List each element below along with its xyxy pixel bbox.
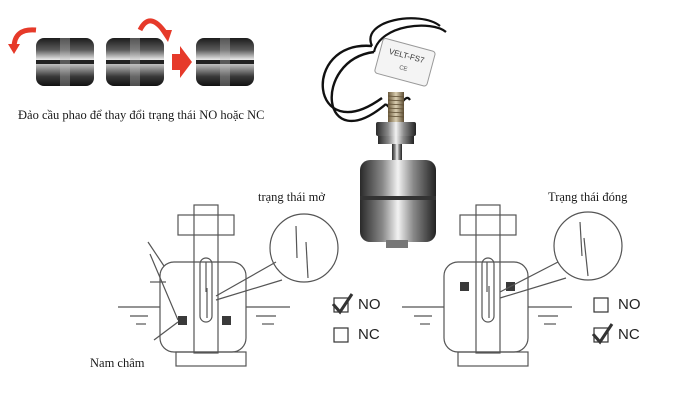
open-state-diagram	[118, 204, 339, 367]
checkbox-nc-left	[333, 327, 349, 343]
svg-text:CE: CE	[398, 65, 408, 73]
instruction-caption: Đảo cầu phao để thay đổi trạng thái NO h…	[18, 108, 265, 122]
option-no-left-label: NO	[358, 296, 381, 313]
closed-state-title: Trạng thái đóng	[548, 190, 628, 204]
option-no-right-label: NO	[618, 296, 641, 313]
option-nc-left-label: NC	[358, 326, 380, 343]
magnet-label: Nam châm	[90, 356, 145, 370]
checkmark-icon	[331, 293, 354, 315]
float-ball-1	[36, 38, 94, 86]
float-ball-2	[106, 38, 164, 86]
option-nc-right-label: NC	[618, 326, 640, 343]
checkbox-no-right	[593, 297, 609, 313]
float-switch-product-photo: VELT-FS7 CE	[321, 17, 447, 248]
right-options	[591, 297, 614, 345]
float-ball-3	[196, 38, 254, 86]
checkmark-icon	[591, 323, 614, 345]
closed-state-diagram	[402, 204, 623, 367]
flip-sequence	[8, 18, 254, 86]
left-options	[331, 293, 354, 343]
open-state-title: trạng thái mở	[258, 190, 326, 204]
right-arrow-icon	[172, 46, 192, 78]
